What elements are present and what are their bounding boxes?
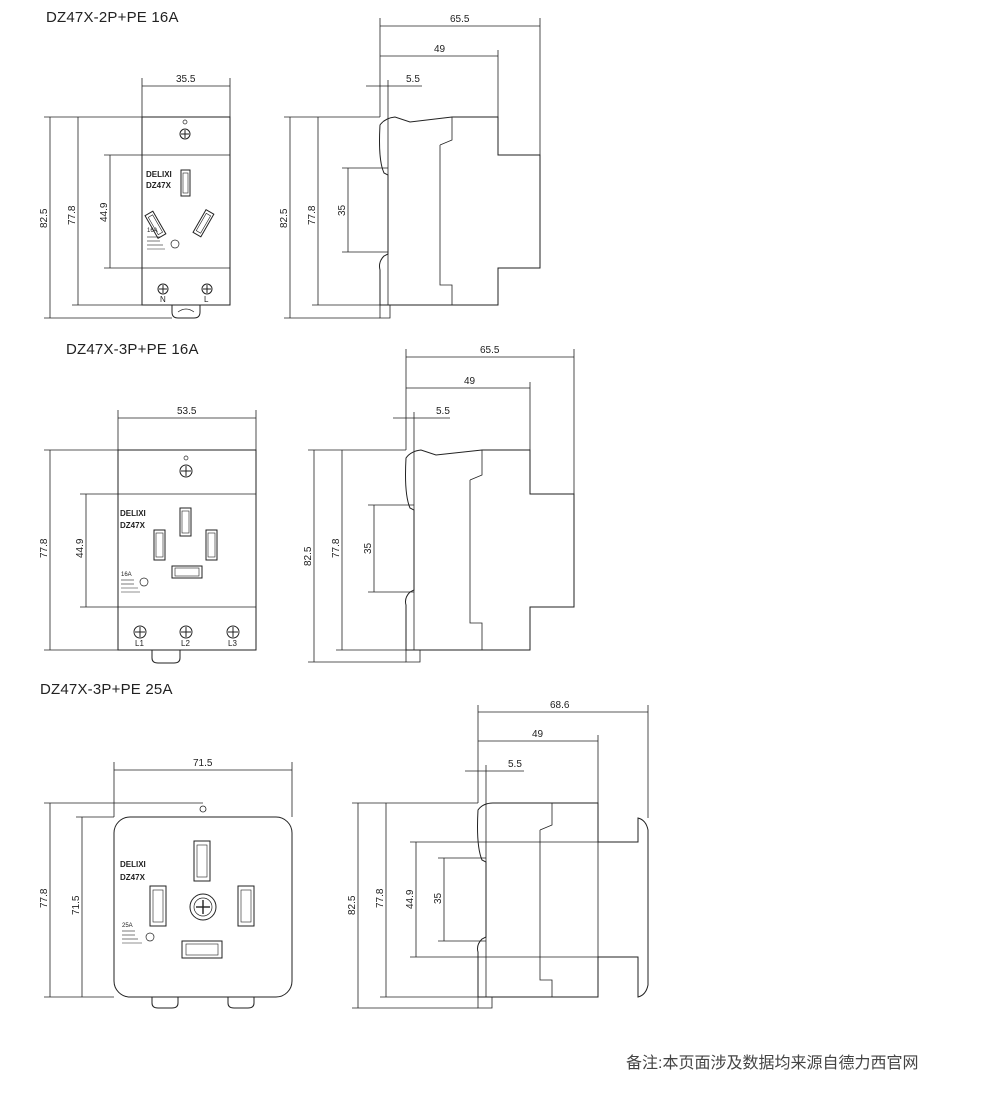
terminal-label-l1: L1 xyxy=(135,639,144,648)
dim-height-body: 71.5 xyxy=(71,895,82,915)
ccc-mark-icon xyxy=(139,577,149,587)
dim-rail: 35 xyxy=(363,542,374,554)
dim-rail: 35 xyxy=(433,892,444,904)
dim-depth-mid: 49 xyxy=(532,729,544,740)
dim-depth-mid: 49 xyxy=(464,376,476,387)
fig2-side-view xyxy=(405,449,575,663)
socket-slot xyxy=(171,565,203,579)
dim-height-total: 77.8 xyxy=(39,888,50,908)
fig1-side-view xyxy=(379,116,541,319)
dim-rail: 35 xyxy=(337,204,348,216)
center-screw-icon xyxy=(189,893,217,921)
dim-depth-front: 5.5 xyxy=(508,759,522,770)
brand-mark: DELIXI xyxy=(146,170,172,179)
dim-side-height-body: 77.8 xyxy=(307,205,318,225)
terminal-label-l3: L3 xyxy=(228,639,237,648)
dim-depth-front: 5.5 xyxy=(436,406,450,417)
dim-height-window: 44.9 xyxy=(405,889,416,909)
terminal-screw-icon xyxy=(226,625,240,639)
socket-slot xyxy=(181,940,223,959)
socket-slot xyxy=(205,529,218,561)
socket-slot xyxy=(192,209,215,238)
dim-width: 35.5 xyxy=(176,74,196,85)
dim-height-total: 77.8 xyxy=(39,538,50,558)
fig1-side-dimensions: 65.5 49 5.5 82.5 77.8 35 xyxy=(279,14,541,319)
dim-width: 71.5 xyxy=(193,758,213,769)
terminal-label-n: N xyxy=(160,295,166,304)
socket-slot xyxy=(193,840,211,882)
socket-slot xyxy=(180,169,191,197)
model-mark: DZ47X xyxy=(120,873,146,882)
dim-side-height-body: 77.8 xyxy=(331,538,342,558)
dim-height-window: 44.9 xyxy=(75,538,86,558)
fig2-front-dimensions: 53.5 77.8 44.9 xyxy=(39,406,257,651)
figure-title-3p-25a: DZ47X-3P+PE 25A xyxy=(40,681,173,698)
dim-side-height-total: 82.5 xyxy=(303,546,314,566)
socket-slot xyxy=(149,885,167,927)
fig2-side-dimensions: 65.5 49 5.5 82.5 77.8 35 xyxy=(303,345,575,663)
source-note: 备注:本页面涉及数据均来源自德力西官网 xyxy=(626,1055,919,1072)
socket-slot xyxy=(179,507,192,537)
ccc-mark-icon xyxy=(170,239,180,249)
dim-depth-front: 5.5 xyxy=(406,74,420,85)
fig3-front-dimensions: 71.5 77.8 71.5 xyxy=(39,758,293,998)
dim-width: 53.5 xyxy=(177,406,197,417)
rating-mark: 16A xyxy=(121,572,132,578)
terminal-label-l: L xyxy=(204,295,209,304)
dim-depth-total: 68.6 xyxy=(550,700,570,711)
fig2-front-view: DELIXI DZ47X 16A L1 L2 L3 xyxy=(117,449,257,664)
socket-slot xyxy=(237,885,255,927)
dim-depth-mid: 49 xyxy=(434,44,446,55)
socket-slot xyxy=(144,210,167,239)
rating-mark: 25A xyxy=(122,923,133,929)
dim-depth-total: 65.5 xyxy=(450,14,470,25)
ccc-mark-icon xyxy=(145,932,155,942)
fig3-front-view: DELIXI DZ47X 25A xyxy=(113,805,293,1009)
fig3-side-view xyxy=(477,802,649,1009)
model-mark: DZ47X xyxy=(120,521,146,530)
dim-side-height-body: 77.8 xyxy=(375,888,386,908)
terminal-label-l2: L2 xyxy=(181,639,190,648)
brand-mark: DELIXI xyxy=(120,509,146,518)
rating-mark: 16A xyxy=(147,228,158,234)
fig1-front-dimensions: 35.5 82.5 77.8 44.9 xyxy=(39,74,231,319)
mounting-screw-icon xyxy=(179,128,191,140)
dim-height-window: 44.9 xyxy=(99,202,110,222)
figure-title-3p-16a: DZ47X-3P+PE 16A xyxy=(66,341,199,358)
fig1-front-view: DELIXI DZ47X 16A N L xyxy=(141,116,231,319)
terminal-screw-icon xyxy=(157,283,169,295)
socket-slot xyxy=(153,529,166,561)
brand-mark: DELIXI xyxy=(120,860,146,869)
dim-depth-total: 65.5 xyxy=(480,345,500,356)
figure-title-2p-16a: DZ47X-2P+PE 16A xyxy=(46,9,179,26)
dim-height-body: 77.8 xyxy=(67,205,78,225)
terminal-screw-icon xyxy=(179,625,193,639)
terminal-screw-icon xyxy=(201,283,213,295)
fig3-side-dimensions: 68.6 49 5.5 82.5 77.8 44.9 35 xyxy=(347,700,649,1009)
dim-side-height-total: 82.5 xyxy=(347,895,358,915)
mounting-screw-icon xyxy=(179,464,193,478)
dim-height-total: 82.5 xyxy=(39,208,50,228)
dim-side-height-total: 82.5 xyxy=(279,208,290,228)
model-mark: DZ47X xyxy=(146,181,172,190)
terminal-screw-icon xyxy=(133,625,147,639)
